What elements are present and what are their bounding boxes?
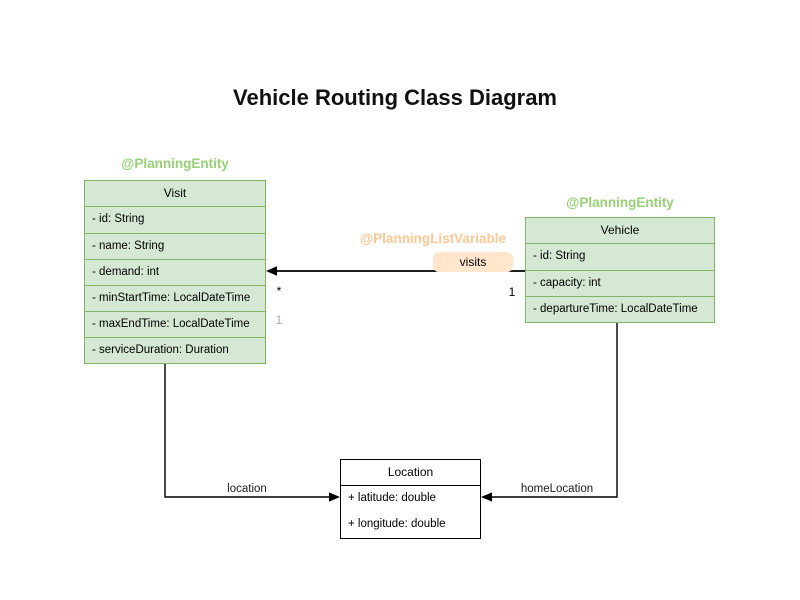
diagram-title: Vehicle Routing Class Diagram bbox=[233, 85, 557, 110]
planning-list-variable-annotation: @PlanningListVariable bbox=[360, 231, 506, 246]
class-location-header: Location bbox=[341, 460, 480, 486]
class-vehicle-header: Vehicle bbox=[526, 218, 714, 244]
visits-edge-label-chip[interactable]: visits bbox=[433, 252, 513, 272]
attribute-row: - demand: int bbox=[85, 259, 265, 285]
class-vehicle[interactable]: Vehicle - id: String - capacity: int - d… bbox=[525, 217, 715, 323]
attribute-row: - capacity: int bbox=[526, 270, 714, 296]
home-location-edge-label: homeLocation bbox=[502, 483, 612, 495]
multiplicity-one: 1 bbox=[508, 285, 516, 299]
home-location-edge[interactable] bbox=[481, 321, 618, 502]
attribute-row: - maxEndTime: LocalDateTime bbox=[85, 311, 265, 337]
class-visit[interactable]: Visit - id: String - name: String - dema… bbox=[84, 180, 266, 364]
class-visit-header: Visit bbox=[85, 181, 265, 207]
attribute-row: + longitude: double bbox=[348, 518, 446, 530]
attribute-row: - departureTime: LocalDateTime bbox=[526, 296, 714, 322]
attribute-row: - id: String bbox=[92, 213, 145, 225]
class-location[interactable]: Location + latitude: double + longitude:… bbox=[340, 459, 481, 539]
location-edge[interactable] bbox=[164, 362, 340, 502]
location-edge-label: location bbox=[192, 483, 302, 495]
attribute-row: - minStartTime: LocalDateTime bbox=[85, 285, 265, 311]
planning-entity-annotation-visit: @PlanningEntity bbox=[121, 156, 229, 171]
planning-entity-annotation-vehicle: @PlanningEntity bbox=[566, 195, 674, 210]
attribute-row: - serviceDuration: Duration bbox=[85, 337, 265, 363]
attribute-row: - id: String bbox=[533, 250, 586, 262]
multiplicity-one-faded: 1 bbox=[275, 313, 283, 327]
attribute-row: + latitude: double bbox=[348, 492, 436, 504]
multiplicity-star: * bbox=[276, 284, 282, 298]
attribute-row: - name: String bbox=[85, 233, 265, 259]
